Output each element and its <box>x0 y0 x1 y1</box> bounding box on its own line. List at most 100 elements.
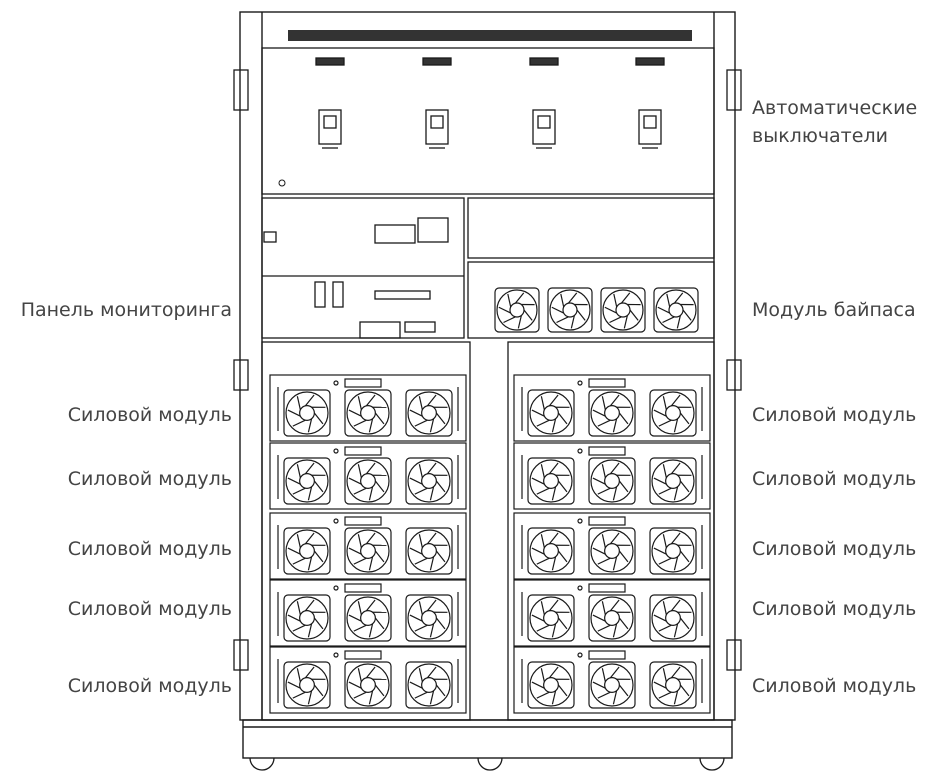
fan-blade <box>679 480 690 493</box>
fan-ring <box>590 663 634 707</box>
fan-blade <box>540 396 545 410</box>
fan-housing <box>283 594 331 642</box>
handle-left-3 <box>233 639 249 671</box>
fan-blade <box>409 547 423 555</box>
fan-blade <box>612 556 618 571</box>
fan-blade <box>292 624 306 632</box>
fan-ring <box>407 596 451 640</box>
fan-blade <box>540 668 545 682</box>
fan-blade <box>540 534 545 548</box>
fan-blade <box>536 487 550 495</box>
fan-blade <box>292 419 306 427</box>
fan-blade <box>357 534 362 548</box>
fan-blade <box>536 419 550 427</box>
fan-blade <box>348 614 362 622</box>
breaker-body <box>638 109 662 145</box>
monitoring-box <box>417 217 449 243</box>
fan-blade <box>531 614 545 622</box>
power-module-display <box>344 516 382 526</box>
fan-blade <box>292 557 306 565</box>
breaker-bracket <box>529 57 559 66</box>
fan-blade <box>653 477 667 485</box>
fan-blade <box>604 306 617 314</box>
breaker-bracket <box>422 57 452 66</box>
fan-blade <box>597 557 611 565</box>
power-module-right-1 <box>513 374 711 442</box>
power-module-fan-2 <box>344 661 392 709</box>
fan-blade <box>531 409 545 417</box>
power-module-led <box>577 518 583 524</box>
breakers-group <box>315 57 665 149</box>
handle-right-2 <box>726 359 742 391</box>
handle-right-3 <box>726 639 742 671</box>
power-module-led <box>577 652 583 658</box>
fan-blade <box>296 601 301 615</box>
fan-blade <box>357 396 362 410</box>
fan-ring <box>346 459 390 503</box>
breaker-toggle <box>537 115 551 129</box>
breaker-body <box>425 109 449 145</box>
power-module-frame <box>513 579 711 647</box>
fan-ring <box>651 459 695 503</box>
fan-blade <box>670 462 681 475</box>
fan-blade <box>307 690 313 705</box>
bypass-module-frame <box>467 261 715 339</box>
fan-housing <box>283 389 331 437</box>
fan-blade <box>673 623 679 638</box>
fan-blade <box>348 547 362 555</box>
fan-blade <box>666 293 671 308</box>
fan-ring <box>285 596 329 640</box>
power-column-right <box>507 341 715 721</box>
fan-ring <box>407 529 451 573</box>
fan-housing <box>283 527 331 575</box>
fan-blade <box>348 409 362 417</box>
fan-blade <box>557 412 568 425</box>
power-module-fan-3 <box>405 661 453 709</box>
fan-blade <box>414 487 428 495</box>
power-module-display <box>588 583 626 593</box>
handle-left-2 <box>233 359 249 391</box>
power-module-fan-2 <box>588 594 636 642</box>
fan-blade <box>609 599 620 612</box>
fan-ring <box>529 663 573 707</box>
fan-ring <box>346 663 390 707</box>
fan-housing <box>405 457 453 505</box>
fan-ring <box>590 596 634 640</box>
fan-blade <box>662 396 667 410</box>
power-column-left <box>261 341 471 721</box>
wheel-2 <box>477 757 503 771</box>
fan-blade <box>418 668 423 682</box>
power-module-fan-3 <box>649 389 697 437</box>
fan-blade <box>435 550 446 563</box>
fan-blade <box>662 668 667 682</box>
bypass-module-drawing <box>467 197 715 339</box>
fan-ring <box>529 529 573 573</box>
fan-blade <box>653 614 667 622</box>
power-module-fan-3 <box>649 527 697 575</box>
power-columns <box>261 341 715 721</box>
fan-housing <box>405 594 453 642</box>
fan-blade <box>601 534 606 548</box>
fan-blade <box>435 684 446 697</box>
power-module-left-5 <box>269 646 467 714</box>
fan-ring <box>407 391 451 435</box>
power-module-fan-1 <box>527 527 575 575</box>
fan-blade <box>592 477 606 485</box>
fan-blade <box>548 599 559 612</box>
power-module-fan-1 <box>527 661 575 709</box>
fan-blade <box>618 480 629 493</box>
handle-left-1 <box>233 69 249 111</box>
fan-blade <box>296 668 301 682</box>
fan-blade <box>353 419 367 427</box>
fan-blade <box>368 690 374 705</box>
power-module-right-4 <box>513 579 711 647</box>
fan-blade <box>662 316 675 324</box>
fan-blade <box>418 601 423 615</box>
fan-blade <box>658 487 672 495</box>
power-modules <box>269 374 711 714</box>
power-module-display <box>588 650 626 660</box>
fan-blade <box>313 480 324 493</box>
power-module-frame <box>513 512 711 580</box>
monitoring-connector <box>359 321 401 339</box>
fan-blade <box>296 464 301 478</box>
